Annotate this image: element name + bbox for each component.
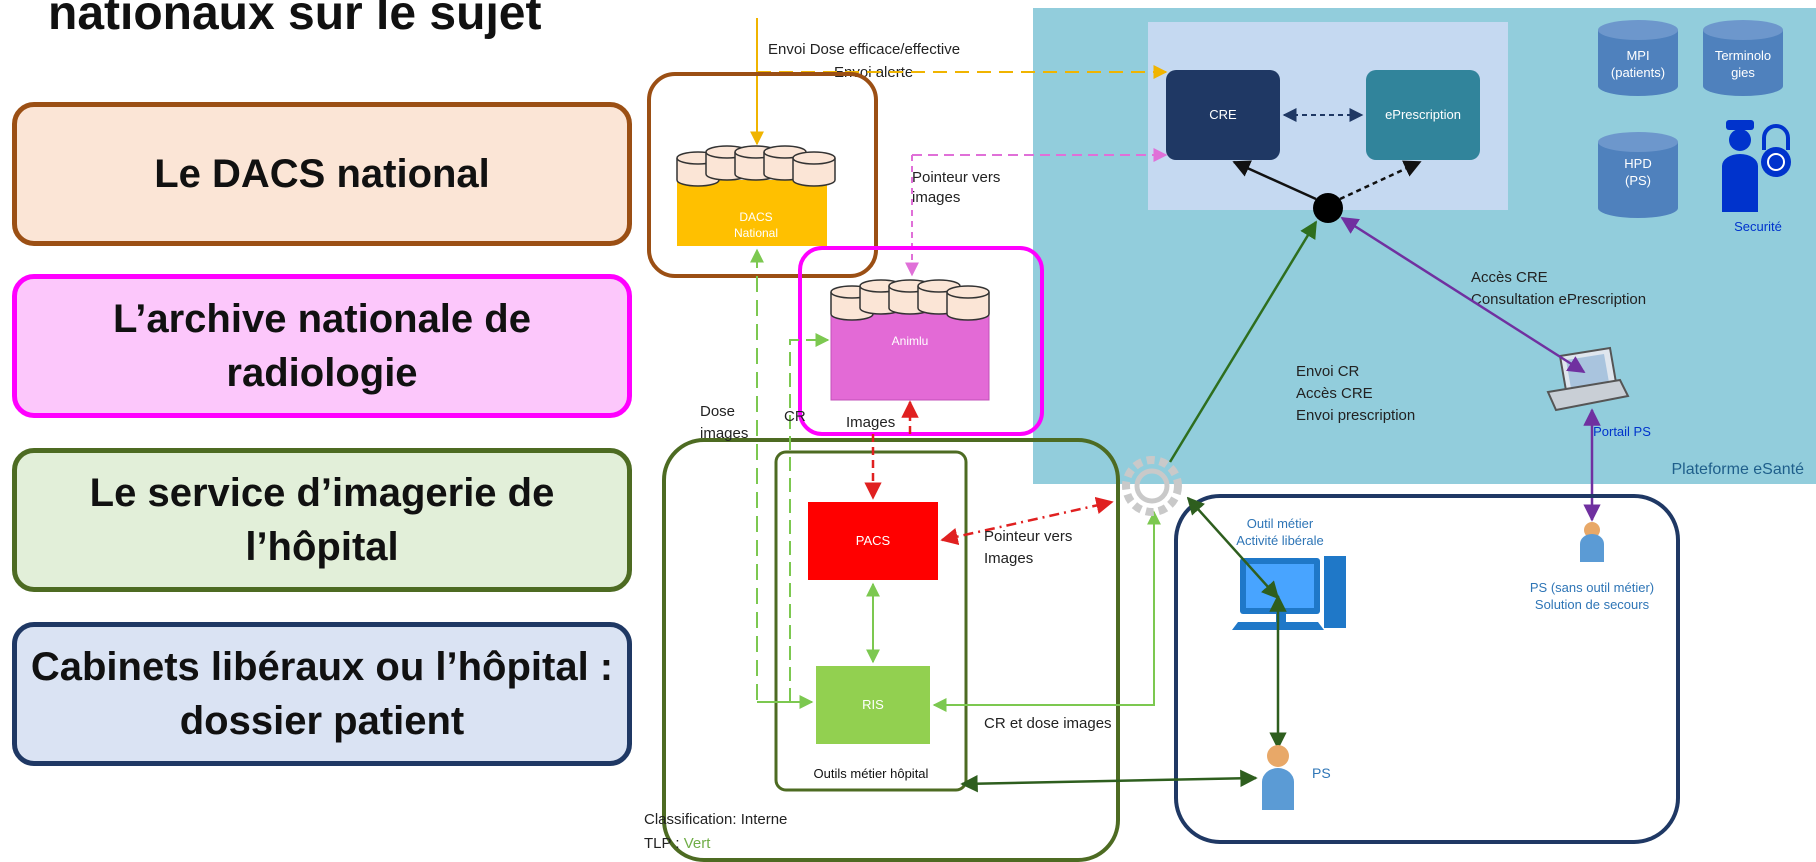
envoi-line-1: Envoi CR [1296, 363, 1360, 380]
images-label: Images [846, 414, 895, 431]
legend-dacs-national: Le DACS national [12, 102, 632, 246]
cr-dose-images-label: CR et dose images [984, 715, 1112, 732]
dose-images-line-2: images [700, 425, 748, 442]
hpd-label: HPD (PS) [1624, 156, 1651, 188]
hpd-database [1598, 132, 1678, 218]
pacs-label: PACS [856, 533, 891, 548]
pointeur-images-mid-line-2: Images [984, 550, 1033, 567]
acces-cre-line-2: Consultation ePrescription [1471, 291, 1646, 308]
portail-hub-arrow [1340, 216, 1586, 374]
mpi-label: MPI (patients) [1611, 48, 1665, 80]
animlu-storage-icon [830, 279, 990, 321]
terminologies-line-1: Terminolo [1715, 48, 1771, 63]
outil-liberale-line-2: Activité libérale [1236, 533, 1323, 548]
ps-person-icon [1262, 745, 1294, 810]
acces-cre-line-1: Accès CRE [1471, 269, 1548, 286]
pointeur-images-top-line-2: images [912, 189, 960, 206]
eprescription-label: ePrescription [1385, 107, 1461, 122]
padlock-icon [1761, 124, 1791, 177]
outils-hopital-label: Outils métier hôpital [814, 766, 929, 781]
classification-label: Classification: Interne [644, 811, 787, 828]
envoi-line-3: Envoi prescription [1296, 407, 1415, 424]
dacs-label: DACS National [734, 210, 778, 240]
cr-to-animlu-arrow [789, 333, 830, 702]
central-hub [1313, 193, 1343, 223]
page-title: nationaux sur le sujet [48, 0, 542, 40]
dacs-outline [647, 72, 878, 278]
mpi-line-2: (patients) [1611, 65, 1665, 80]
ps-secours-line-2: Solution de secours [1535, 597, 1650, 612]
pointeur-images-top-line-1: Pointeur vers [912, 169, 1000, 186]
dacs-line-2: National [734, 226, 778, 240]
hopital-outline [662, 438, 1120, 862]
animlu-outline [798, 246, 1044, 436]
ps-secours-line-1: PS (sans outil métier) [1530, 580, 1654, 595]
ris-label: RIS [862, 697, 884, 712]
gear-to-hub-arrow [1168, 220, 1318, 463]
tlp-label: TLP : Vert [644, 835, 711, 852]
hub-to-cre-arrow [1232, 160, 1317, 201]
hpd-line-2: (PS) [1625, 173, 1651, 188]
hpd-line-1: HPD [1624, 156, 1651, 171]
animlu-box [830, 311, 990, 401]
legend-cabinets-liberaux: Cabinets libéraux ou l’hôpital : dossier… [12, 622, 632, 766]
ps-label: PS [1312, 765, 1331, 781]
cabinets-outline [1174, 494, 1680, 844]
securite-label: Securité [1734, 219, 1782, 234]
security-guard-icon [1722, 120, 1758, 212]
legend-dacs-national-label: Le DACS national [154, 152, 490, 196]
envoi-text: Envoi CR Accès CRE Envoi prescription [1296, 363, 1415, 424]
hub-to-eprescription-arrow [1339, 160, 1422, 201]
ps-secours-label: PS (sans outil métier) Solution de secour… [1530, 580, 1654, 612]
ris-to-platform-line [932, 516, 1155, 712]
tlp-prefix: TLP : [644, 835, 684, 852]
animlu-label: Animlu [892, 334, 929, 348]
dose-images-label: Dose images [700, 403, 748, 442]
portail-ps-label: Portail PS [1593, 424, 1651, 439]
dose-images-line-1: Dose [700, 403, 735, 420]
terminologies-database [1703, 20, 1783, 96]
terminologies-label: Terminolo gies [1715, 48, 1771, 80]
dacs-storage-icon [676, 145, 836, 187]
legend-archive-nationale-label: L’archive nationale de radiologie [113, 297, 531, 395]
pacs-box [808, 502, 938, 580]
pointeur-images-top: Pointeur vers images [912, 169, 1000, 206]
mpi-line-1: MPI [1626, 48, 1649, 63]
legend-cabinets-liberaux-label: Cabinets libéraux ou l’hôpital : dossier… [30, 645, 614, 743]
legend-service-imagerie-label: Le service d’imagerie de l’hôpital [89, 471, 555, 569]
envoi-dose-label: Envoi Dose efficace/effective [768, 41, 960, 58]
envoi-line-2: Accès CRE [1296, 385, 1373, 402]
cre-label: CRE [1209, 107, 1237, 122]
tlp-value: Vert [684, 835, 712, 852]
legend-archive-nationale: L’archive nationale de radiologie [12, 274, 632, 418]
dacs-national-box [677, 180, 827, 246]
pacs-pointer-arrow [940, 496, 1114, 546]
hopital-ps-link [960, 769, 1258, 793]
plateforme-label: Plateforme eSanté [1671, 461, 1804, 478]
mpi-database [1598, 20, 1678, 96]
gear-icon [1122, 456, 1182, 516]
pointeur-images-mid-line-1: Pointeur vers [984, 528, 1072, 545]
ps-secours-person-icon [1580, 522, 1604, 562]
legend-service-imagerie: Le service d’imagerie de l’hôpital [12, 448, 632, 592]
dacs-line-1: DACS [739, 210, 772, 224]
terminologies-line-2: gies [1731, 65, 1755, 80]
computer-gear-link [1186, 496, 1280, 600]
outils-hopital-outline [774, 450, 968, 792]
cr-label: CR [784, 408, 806, 425]
outil-liberale-line-1: Outil métier [1247, 516, 1314, 531]
ris-box [816, 666, 930, 744]
cre-box [1166, 70, 1280, 160]
eprescription-box [1366, 70, 1480, 160]
